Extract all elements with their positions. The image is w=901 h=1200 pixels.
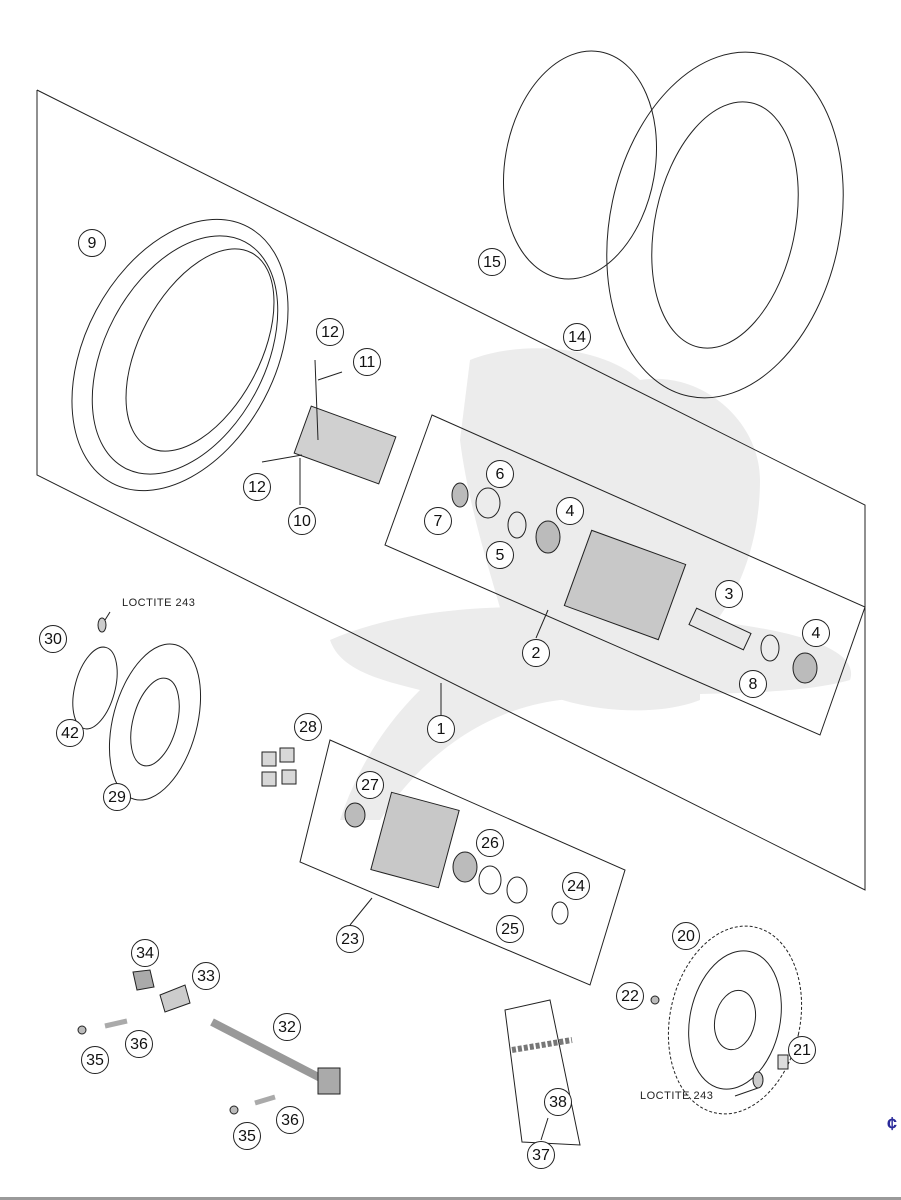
cush-drive-dampers — [261, 747, 297, 787]
callout-1: 1 — [427, 715, 455, 743]
callout-6: 6 — [486, 460, 514, 488]
hub-main — [563, 529, 687, 641]
callout-35: 35 — [81, 1046, 109, 1074]
loctite-label-top: LOCTITE 243 — [122, 597, 196, 609]
watermark-logo — [330, 348, 852, 820]
rear-sprocket — [667, 925, 803, 1115]
callout-21: 21 — [788, 1036, 816, 1064]
callout-15: 15 — [478, 248, 506, 276]
callout-11: 11 — [353, 348, 381, 376]
callout-24: 24 — [562, 872, 590, 900]
spacer-3 — [688, 607, 752, 651]
callout-12: 12 — [243, 473, 271, 501]
callout-9: 9 — [78, 229, 106, 257]
callout-37: 37 — [527, 1141, 555, 1169]
tire — [606, 51, 844, 399]
callout-14: 14 — [563, 323, 591, 351]
callout-25: 25 — [496, 915, 524, 943]
callout-23: 23 — [336, 925, 364, 953]
callout-36: 36 — [125, 1030, 153, 1058]
callout-33: 33 — [192, 962, 220, 990]
rim — [71, 218, 289, 492]
group-outline-1 — [36, 89, 866, 891]
callout-36: 36 — [276, 1106, 304, 1134]
abs-ring — [72, 646, 118, 730]
callout-34: 34 — [131, 939, 159, 967]
loctite-label-bottom: LOCTITE 243 — [640, 1090, 714, 1102]
callout-27: 27 — [356, 771, 384, 799]
callout-12: 12 — [316, 318, 344, 346]
callout-4: 4 — [556, 497, 584, 525]
callout-42: 42 — [56, 719, 84, 747]
callout-4: 4 — [802, 619, 830, 647]
callout-26: 26 — [476, 829, 504, 857]
group-outline-37 — [504, 999, 581, 1146]
group-outline-2 — [384, 414, 866, 736]
callout-35: 35 — [233, 1122, 261, 1150]
callout-28: 28 — [294, 713, 322, 741]
callout-5: 5 — [486, 541, 514, 569]
callout-20: 20 — [672, 922, 700, 950]
callout-7: 7 — [424, 507, 452, 535]
tire-tube — [502, 50, 658, 280]
callout-10: 10 — [288, 507, 316, 535]
corner-glyph: ¢ — [887, 1114, 898, 1134]
callout-38: 38 — [544, 1088, 572, 1116]
callout-32: 32 — [273, 1013, 301, 1041]
callout-30: 30 — [39, 625, 67, 653]
callout-2: 2 — [522, 639, 550, 667]
hub-small — [293, 405, 397, 485]
brake-disc — [108, 643, 202, 801]
axle — [210, 1018, 332, 1087]
bottom-border — [0, 1197, 901, 1200]
group-outline-23 — [299, 739, 626, 986]
callout-22: 22 — [616, 982, 644, 1010]
sprocket-carrier — [370, 791, 460, 889]
callout-3: 3 — [715, 580, 743, 608]
callout-8: 8 — [739, 670, 767, 698]
callout-29: 29 — [103, 783, 131, 811]
